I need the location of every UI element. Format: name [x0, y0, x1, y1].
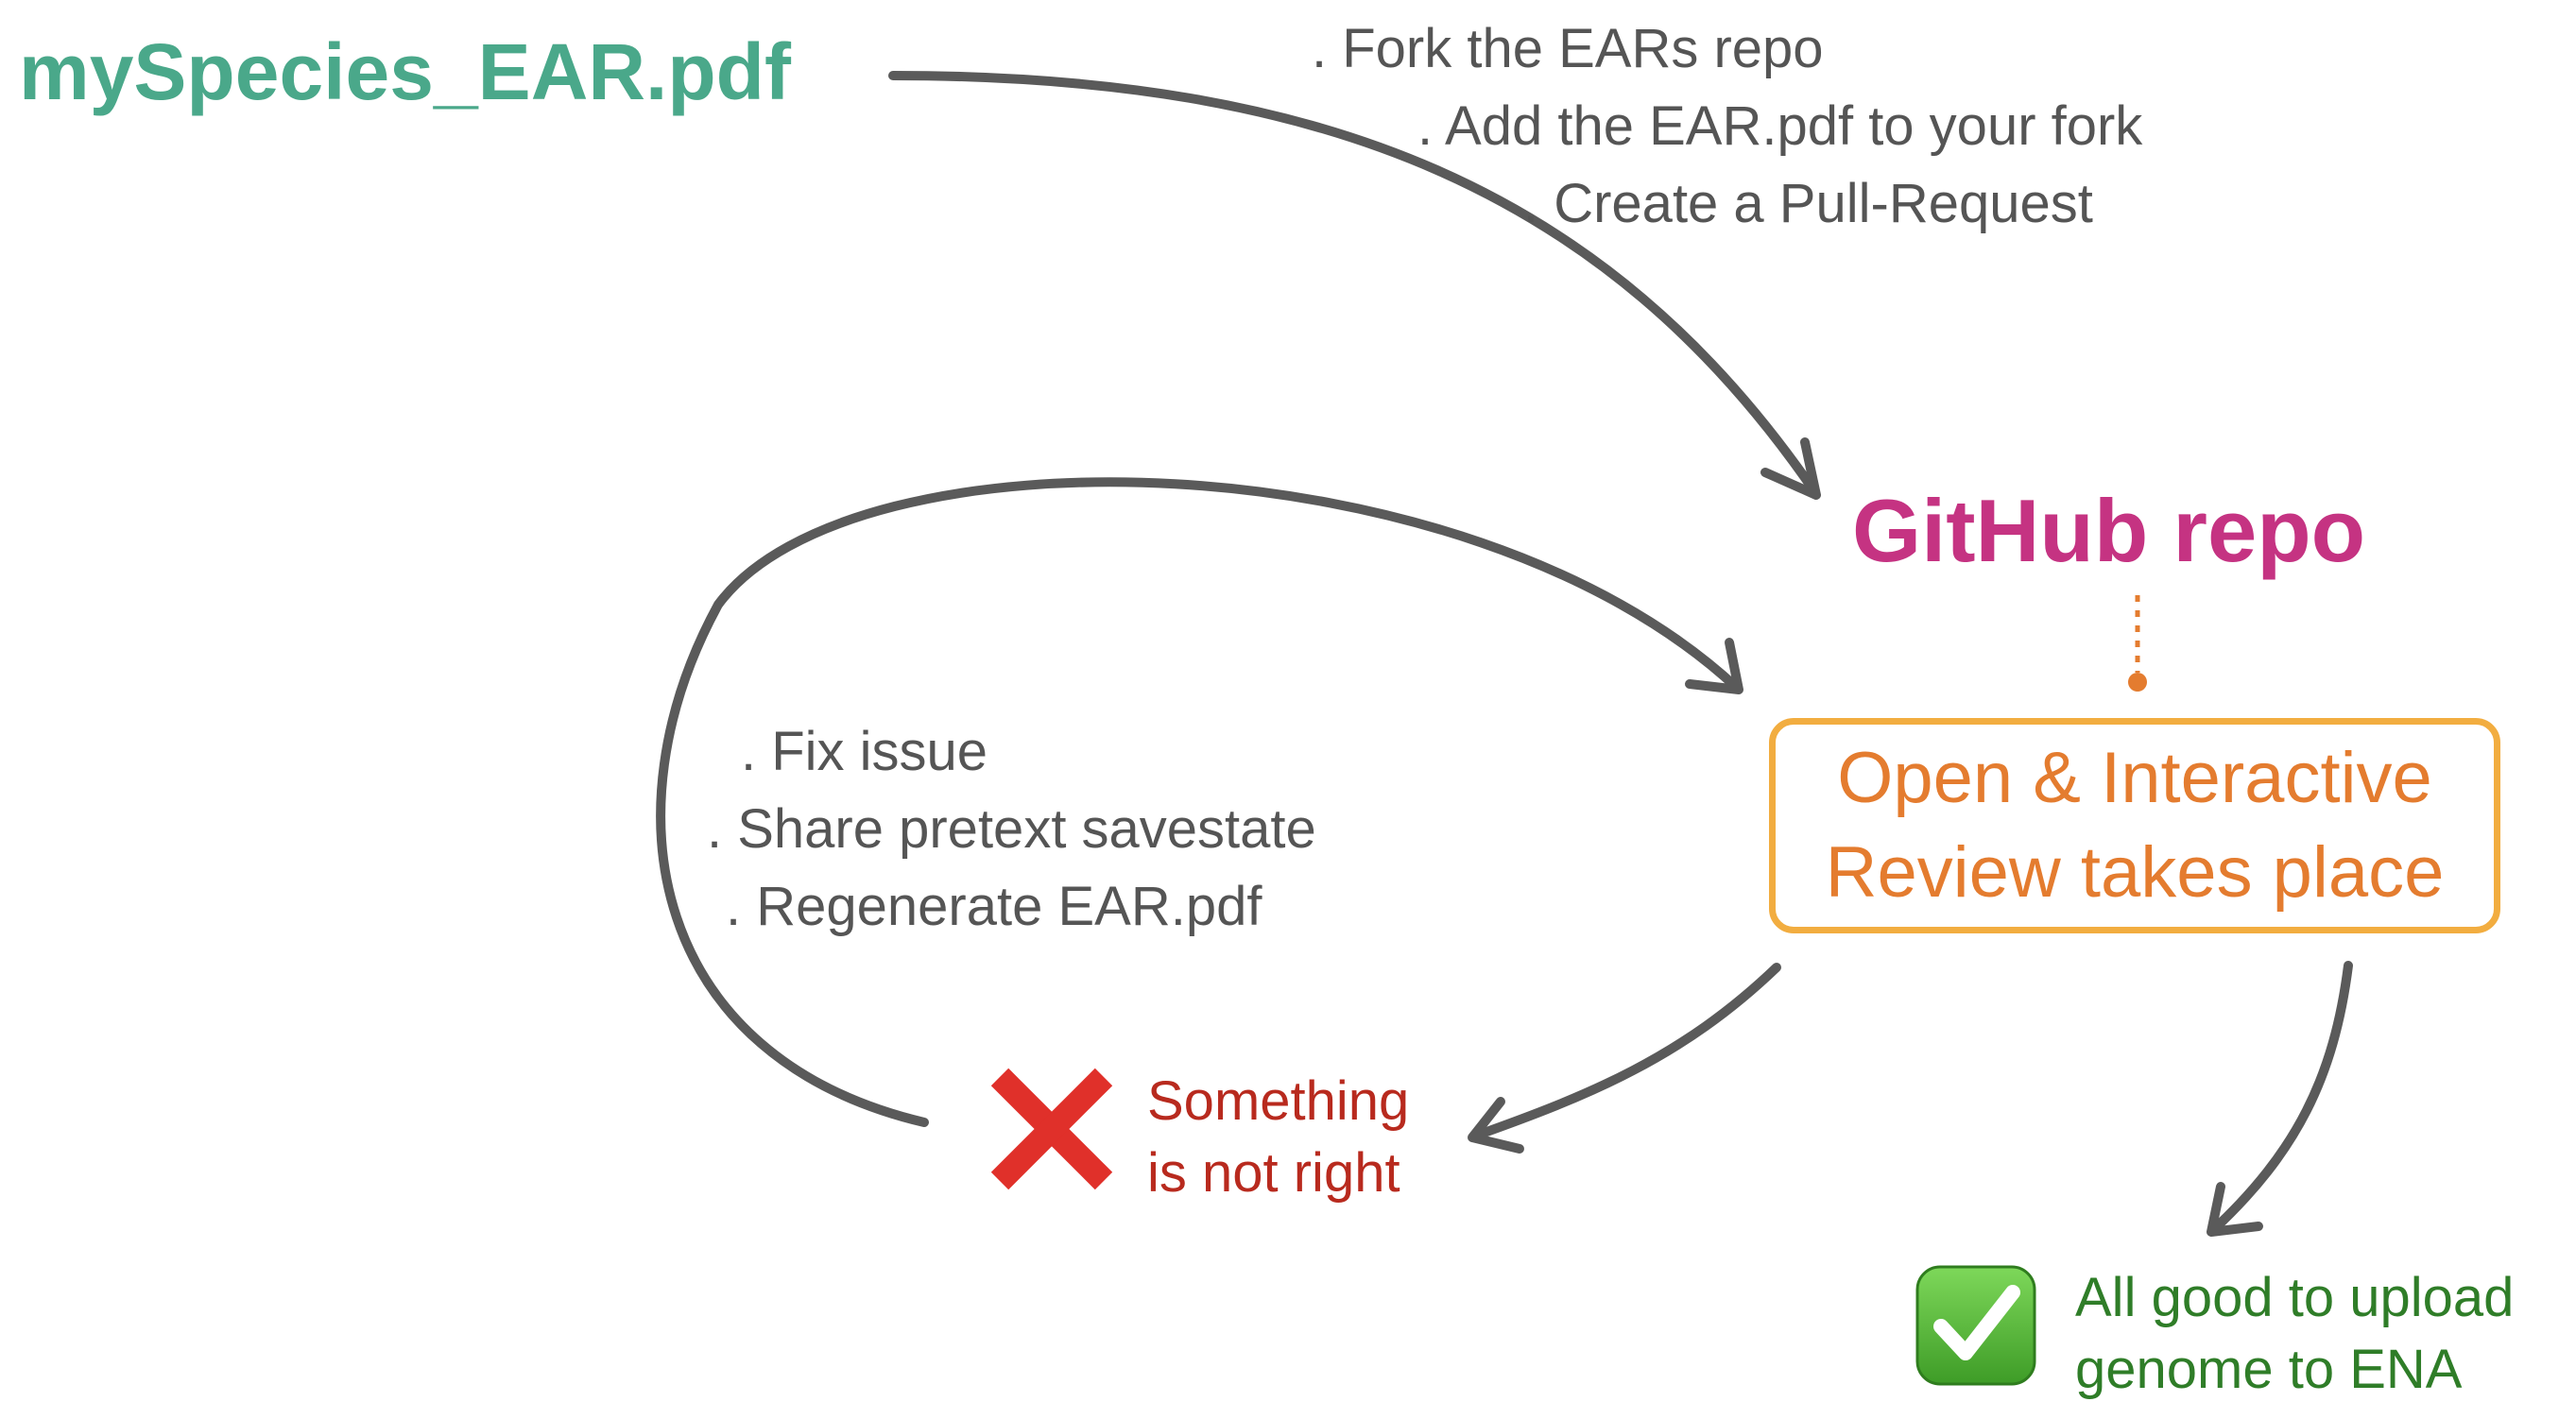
arrow-review-to-fail-head	[1468, 1097, 1524, 1154]
fail-label: Something is not right	[1147, 1066, 1409, 1209]
fail-line-1: Something	[1147, 1070, 1410, 1132]
fix-step-share: . Share pretext savestate	[707, 798, 1316, 860]
check-mark-icon	[1915, 1265, 2036, 1386]
arrow-review-to-fail	[1471, 963, 1781, 1140]
success-line-1: All good to upload	[2075, 1267, 2515, 1328]
submit-step-add: . Add the EAR.pdf to your fork	[1417, 95, 2143, 157]
fix-step-issue: . Fix issue	[741, 721, 988, 782]
success-label: All good to upload genome to ENA	[2075, 1262, 2514, 1406]
submit-step-pr: . Create a Pull-Request	[1523, 173, 2093, 234]
arrow-fix-loop-head	[1685, 638, 1743, 694]
file-name-label: mySpecies_EAR.pdf	[19, 27, 791, 116]
fail-line-2: is not right	[1147, 1142, 1400, 1204]
submit-step-fork: . Fork the EARs repo	[1312, 18, 1824, 79]
repo-review-connector-dot	[2128, 673, 2147, 692]
success-line-2: genome to ENA	[2075, 1339, 2463, 1400]
arrow-review-to-success	[2208, 961, 2353, 1235]
review-line-1: Open & Interactive	[1837, 738, 2432, 818]
cross-mark-icon	[990, 1068, 1113, 1190]
arrow-review-to-success-head	[2207, 1182, 2263, 1237]
repo-title: GitHub repo	[1852, 481, 2366, 580]
review-box: Open & Interactive Review takes place	[1769, 718, 2500, 933]
arrow-fix-loop	[656, 477, 1742, 1127]
fix-step-regenerate: . Regenerate EAR.pdf	[726, 876, 1262, 937]
arrow-file-to-repo	[888, 71, 1819, 496]
arrow-file-to-repo-head	[1760, 437, 1821, 500]
review-line-2: Review takes place	[1825, 832, 2445, 913]
